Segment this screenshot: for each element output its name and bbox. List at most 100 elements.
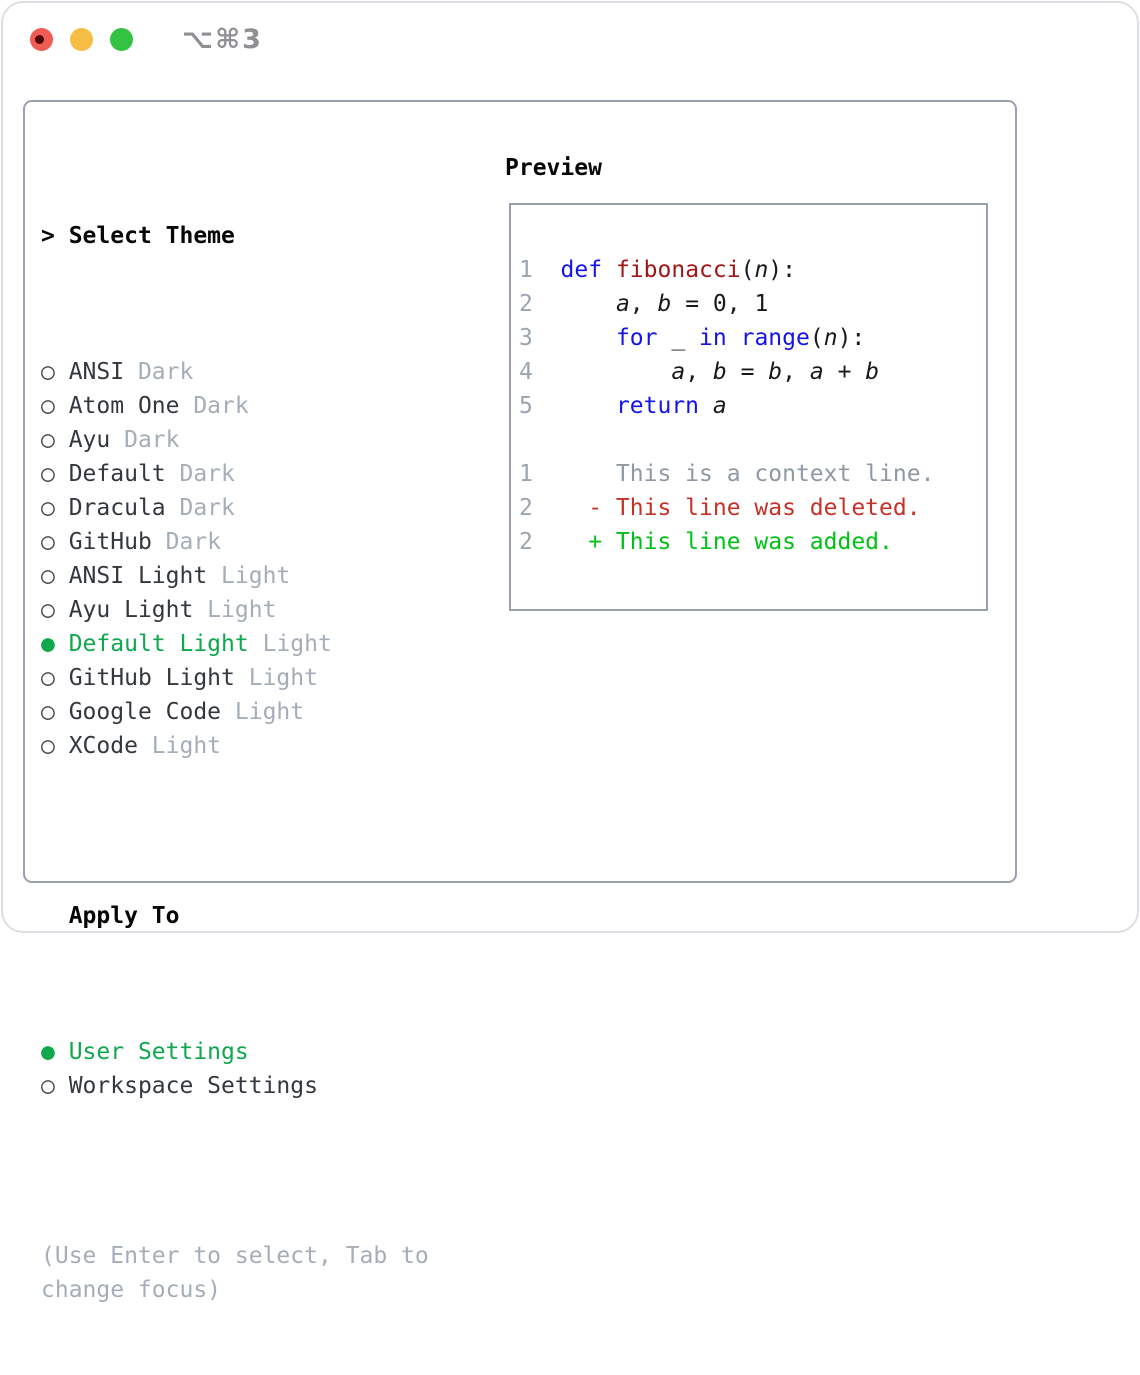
hint-text: (Use Enter to select, Tab to change focu… [41, 1243, 429, 1303]
focus-caret-icon: > [41, 223, 69, 249]
code-token: b [768, 359, 783, 385]
code-token [699, 393, 713, 419]
code-line [519, 423, 986, 457]
minimize-button-icon[interactable] [70, 27, 93, 51]
code-token: _ [657, 325, 700, 351]
apply-option-label: Workspace Settings [68, 1073, 318, 1099]
close-button-icon[interactable] [30, 27, 53, 51]
code-token: This is a context line. [560, 461, 935, 487]
apply-option[interactable]: ● User Settings [41, 1035, 501, 1069]
theme-name: Ayu Light [68, 597, 194, 623]
radio-icon: ○ [41, 1073, 69, 1099]
radio-icon: ○ [41, 733, 69, 759]
theme-option[interactable]: ○ Ayu Light Light [41, 593, 501, 627]
radio-icon: ○ [41, 597, 69, 623]
code-token: + This line was added. [560, 529, 893, 555]
theme-option[interactable]: ○ GitHub Light Light [41, 661, 501, 695]
theme-name: Default Light [68, 631, 249, 657]
radio-icon: ○ [41, 563, 69, 589]
line-number: 1 [519, 461, 561, 487]
theme-selector-panel: > Select Theme ○ ANSI Dark○ Atom One Dar… [23, 100, 1017, 1303]
code-line: 2 + This line was added. [519, 525, 986, 559]
theme-variant: Dark [165, 495, 235, 521]
theme-name: XCode [68, 733, 138, 759]
radio-icon: ○ [41, 359, 69, 385]
code-line: 5 return a [519, 389, 986, 423]
theme-name: Ayu [68, 427, 111, 453]
code-token: ): [837, 325, 866, 351]
theme-option[interactable]: ○ Google Code Light [41, 695, 501, 729]
code-token: a [712, 393, 727, 419]
theme-option[interactable]: ○ XCode Light [41, 729, 501, 763]
theme-name: GitHub [68, 529, 152, 555]
theme-variant: Light [207, 563, 291, 589]
code-token [561, 325, 616, 351]
select-theme-header: > Select Theme [41, 219, 501, 253]
code-line: 2 - This line was deleted. [519, 491, 986, 525]
theme-list: ○ ANSI Dark○ Atom One Dark○ Ayu Dark○ De… [41, 355, 501, 763]
code-token: range [740, 325, 810, 351]
theme-list-column: > Select Theme ○ ANSI Dark○ Atom One Dar… [25, 102, 501, 1303]
code-token: + [823, 359, 866, 385]
theme-variant: Dark [179, 393, 249, 419]
theme-option[interactable]: ○ Dracula Dark [41, 491, 501, 525]
code-token: , [629, 291, 658, 317]
code-token: ( [740, 257, 755, 283]
radio-icon: ○ [41, 461, 69, 487]
code-line: 1 This is a context line. [519, 457, 986, 491]
code-token [727, 325, 741, 351]
code-line: 4 a, b = b, a + b [519, 355, 986, 389]
code-token: b [865, 359, 880, 385]
code-line: 2 a, b = 0, 1 [519, 287, 986, 321]
theme-variant: Dark [165, 461, 235, 487]
titlebar: ⌥⌘3 [3, 3, 1137, 75]
code-line: 3 for _ in range(n): [519, 321, 986, 355]
theme-variant: Dark [151, 529, 222, 555]
radio-icon: ○ [41, 665, 69, 691]
apply-option[interactable]: ○ Workspace Settings [41, 1069, 501, 1103]
apply-to-header: Apply To [41, 899, 501, 933]
apply-to-list: ● User Settings○ Workspace Settings [41, 1035, 501, 1103]
theme-variant: Dark [110, 427, 180, 453]
theme-option[interactable]: ○ ANSI Dark [41, 355, 501, 389]
code-token: def [560, 257, 603, 283]
radio-selected-icon: ● [41, 631, 69, 657]
radio-icon: ○ [41, 495, 69, 521]
theme-variant: Light [234, 665, 318, 691]
zoom-button-icon[interactable] [110, 27, 133, 51]
code-token [561, 359, 672, 385]
line-number: 2 [519, 495, 561, 521]
theme-option[interactable]: ○ Default Dark [41, 457, 501, 491]
theme-option[interactable]: ○ Ayu Dark [41, 423, 501, 457]
code-token: ( [809, 325, 824, 351]
code-token: - This line was deleted. [560, 495, 921, 521]
theme-option[interactable]: ● Default Light Light [41, 627, 501, 661]
theme-variant: Light [248, 631, 332, 657]
code-token: return [615, 393, 700, 419]
theme-name: Default [68, 461, 166, 487]
theme-variant: Dark [124, 359, 194, 385]
code-token: for [615, 325, 658, 351]
code-token: b [657, 291, 672, 317]
code-token: b [712, 359, 727, 385]
apply-to-title: Apply To [68, 903, 180, 929]
theme-name: ANSI [68, 359, 125, 385]
code-token: in [699, 325, 727, 351]
code-token: n [754, 257, 769, 283]
traffic-lights [30, 27, 133, 51]
theme-name: Google Code [68, 699, 222, 725]
code-token: fibonacci [615, 257, 741, 283]
theme-option[interactable]: ○ GitHub Dark [41, 525, 501, 559]
theme-variant: Light [221, 699, 305, 725]
code-token: , [782, 359, 810, 385]
theme-option[interactable]: ○ Atom One Dark [41, 389, 501, 423]
theme-name: GitHub Light [68, 665, 235, 691]
radio-icon: ○ [41, 699, 69, 725]
code-token: a [615, 291, 630, 317]
app-window: ⌥⌘3 > Select Theme ○ ANSI Dark○ Atom One… [1, 1, 1139, 1303]
theme-option[interactable]: ○ ANSI Light Light [41, 559, 501, 593]
line-number: 5 [519, 393, 561, 419]
theme-name: Dracula [68, 495, 166, 521]
line-number: 2 [519, 529, 561, 555]
